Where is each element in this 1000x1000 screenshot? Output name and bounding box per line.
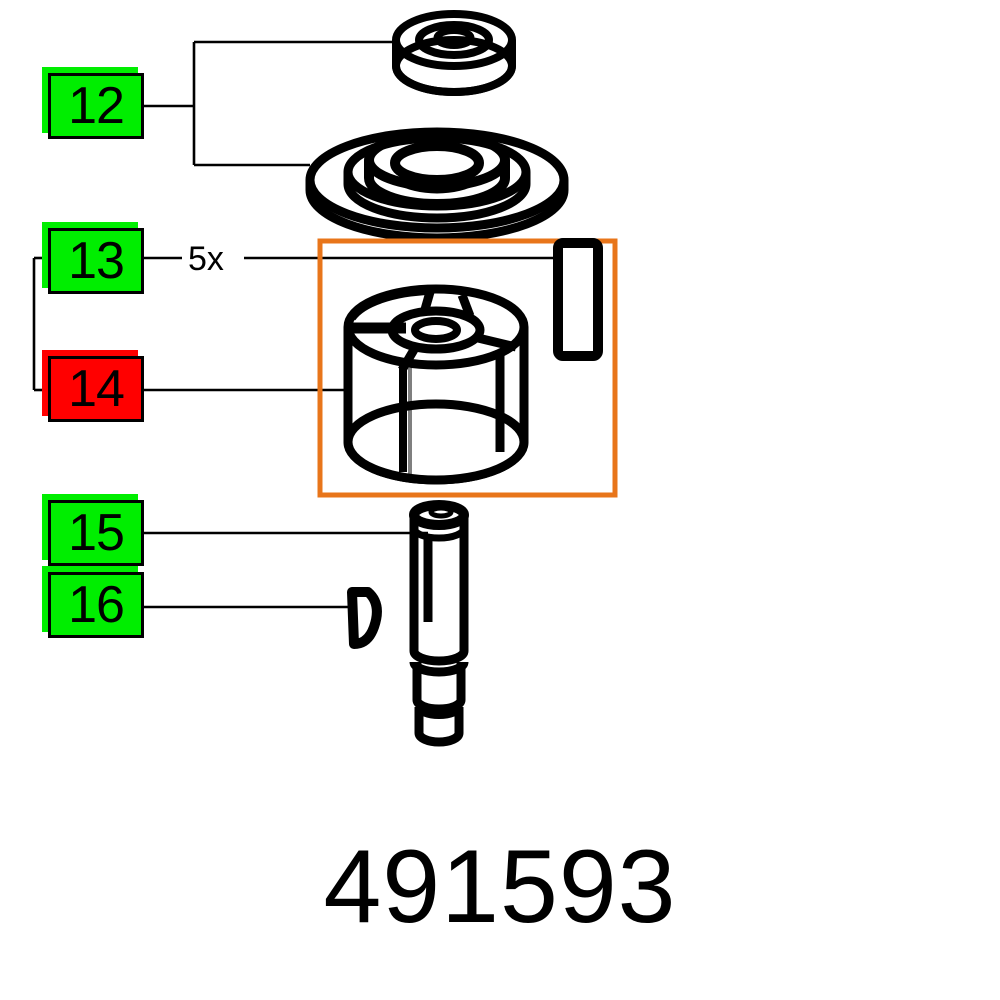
- part-retaining-clip: [347, 587, 382, 649]
- leader-lines: [32, 40, 570, 609]
- callout-15[interactable]: 15: [48, 500, 144, 566]
- callout-14-label: 14: [68, 360, 125, 418]
- part-key-pin: [553, 238, 603, 361]
- callout-14[interactable]: 14: [48, 356, 144, 422]
- part-hub: [343, 284, 529, 485]
- callout-15-label: 15: [68, 504, 125, 562]
- callout-12[interactable]: 12: [48, 73, 144, 139]
- callout-13[interactable]: 13: [48, 228, 144, 294]
- callout-12-label: 12: [68, 77, 125, 135]
- part-shaft: [409, 500, 469, 747]
- callout-16-label: 16: [68, 576, 125, 634]
- quantity-marker-13: 5x: [182, 240, 230, 279]
- callout-13-label: 13: [68, 232, 125, 290]
- part-flange: [305, 127, 569, 243]
- part-bearing: [392, 10, 516, 96]
- part-number: 491593: [323, 829, 677, 945]
- selection-highlight-box[interactable]: [317, 238, 618, 498]
- callout-16[interactable]: 16: [48, 572, 144, 638]
